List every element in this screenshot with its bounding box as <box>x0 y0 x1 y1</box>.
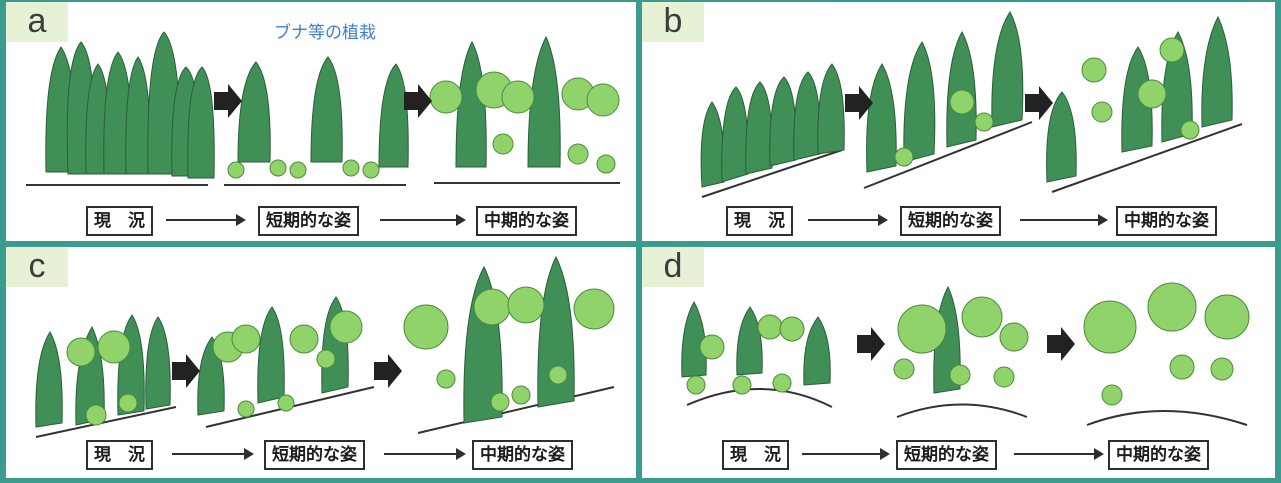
flow-arrow <box>1014 448 1104 460</box>
label-current-c: 現 況 <box>86 440 153 470</box>
label-short-term-c: 短期的な姿 <box>264 440 365 470</box>
label-mid-term-a: 中期的な姿 <box>476 206 577 236</box>
label-current-d: 現 況 <box>722 440 789 470</box>
panel-letter-b: b <box>642 2 704 42</box>
label-short-term-d: 短期的な姿 <box>896 440 997 470</box>
panel-a-illustration <box>26 31 620 186</box>
flow-arrow <box>802 448 890 460</box>
beech-planting-note: ブナ等の植栽 <box>274 23 376 43</box>
panel-b: b 現 況 短期的な姿 中期的な姿 <box>642 2 1275 241</box>
panel-c-illustration <box>35 255 615 438</box>
label-mid-term-c: 中期的な姿 <box>472 440 573 470</box>
panel-letter-d: d <box>642 247 704 287</box>
label-mid-term-b: 中期的な姿 <box>1116 206 1217 236</box>
panel-d: d 現 況 短期的な姿 中期的な姿 <box>642 247 1275 478</box>
panel-letter-c: c <box>6 247 68 287</box>
panel-letter-a: a <box>6 2 68 42</box>
flow-arrow <box>1020 214 1108 226</box>
panel-d-illustration <box>681 282 1250 426</box>
label-short-term-a: 短期的な姿 <box>258 206 359 236</box>
panel-a: a ブナ等の植栽 現 況 短期的な姿 中期的な姿 <box>6 2 636 241</box>
label-current-a: 現 況 <box>86 206 153 236</box>
flow-arrow <box>172 448 254 460</box>
flow-arrow <box>808 214 888 226</box>
label-short-term-b: 短期的な姿 <box>900 206 1001 236</box>
flow-arrow <box>380 214 466 226</box>
label-current-b: 現 況 <box>726 206 793 236</box>
label-mid-term-d: 中期的な姿 <box>1108 440 1209 470</box>
flow-arrow <box>166 214 246 226</box>
panel-c: c 現 況 短期的な姿 中期的な姿 <box>6 247 636 478</box>
panel-b-illustration <box>700 11 1243 198</box>
flow-arrow <box>384 448 466 460</box>
